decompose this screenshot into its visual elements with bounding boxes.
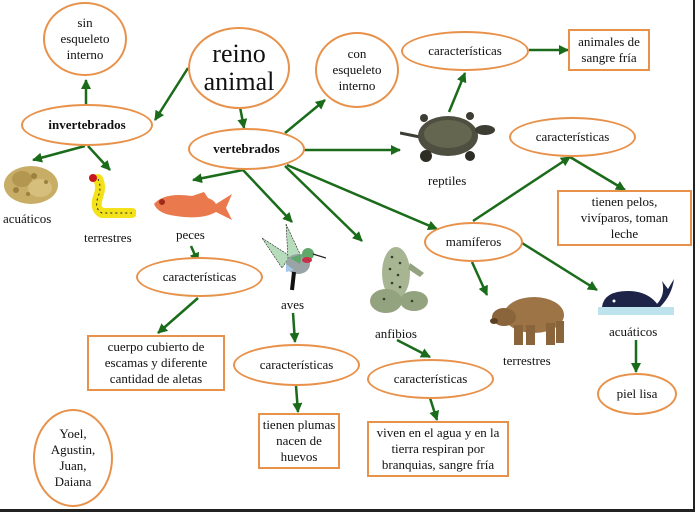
frame-border-right <box>693 0 695 512</box>
node-authors: Yoel, Agustin, Juan, Daiana <box>33 409 113 507</box>
node-tienen-plumas: tienen plumas nacen de huevos <box>258 413 340 469</box>
node-animales-sangre-fria: animales de sangre fría <box>568 29 650 71</box>
node-piel-lisa: piel lisa <box>597 373 677 415</box>
root-node-reino-animal: reino animal <box>188 27 290 109</box>
sponge-icon <box>2 162 60 206</box>
hummingbird-icon <box>260 223 327 294</box>
bear-icon <box>490 293 568 347</box>
frame-border-bottom <box>0 509 695 512</box>
turtle-icon <box>399 110 500 168</box>
node-invertebrados: invertebrados <box>21 104 153 146</box>
whale-icon <box>598 277 674 317</box>
node-anfibios-caracteristicas: características <box>367 359 494 399</box>
frog-icon <box>362 243 434 319</box>
node-sin-esqueleto: sin esqueleto interno <box>43 2 127 76</box>
node-aves-caracteristicas: características <box>233 344 360 386</box>
node-con-esqueleto: con esqueleto interno <box>315 32 399 108</box>
label-anfibios: anfibios <box>375 326 417 341</box>
node-cuerpo-cubierto: cuerpo cubierto de escamas y diferente c… <box>87 335 225 391</box>
root-title-line1: reino <box>212 39 266 68</box>
node-peces-caracteristicas: características <box>136 257 263 297</box>
node-reptiles-caracteristicas: características <box>401 31 529 71</box>
label-invertebrados-terrestres: terrestres <box>84 230 132 245</box>
node-mamiferos-caracteristicas: características <box>509 117 636 157</box>
root-title-line2: animal <box>203 67 275 96</box>
caterpillar-icon <box>84 173 137 223</box>
label-peces: peces <box>176 227 205 242</box>
node-vertebrados: vertebrados <box>188 128 305 170</box>
label-aves: aves <box>281 297 305 312</box>
node-mamiferos: mamíferos <box>424 222 523 262</box>
label-invertebrados-acuaticos: acuáticos <box>3 211 52 226</box>
label-mamiferos-terrestres: terrestres <box>503 353 551 368</box>
node-tienen-pelos: tienen pelos, vivíparos, toman leche <box>557 190 692 246</box>
node-viven-en-el-agua: viven en el agua y en la tierra respiran… <box>367 421 509 477</box>
fish-icon <box>152 190 234 224</box>
label-reptiles: reptiles <box>428 173 467 188</box>
label-mamiferos-acuaticos: acuáticos <box>609 324 658 339</box>
